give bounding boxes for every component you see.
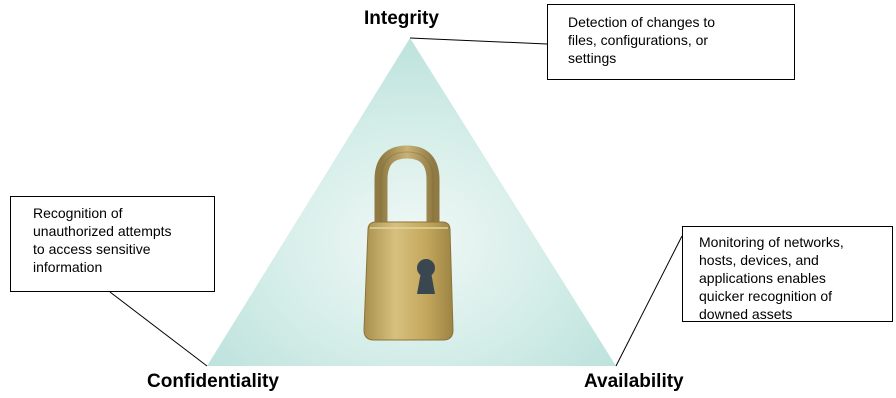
callout-box-integrity: Detection of changes to files, configura… xyxy=(547,4,795,80)
connector-line-confidentiality xyxy=(109,291,208,367)
vertex-label-availability: Availability xyxy=(584,371,684,392)
vertex-label-confidentiality: Confidentiality xyxy=(147,371,279,392)
callout-box-confidentiality: Recognition of unauthorized attempts to … xyxy=(10,196,215,292)
keyhole-icon xyxy=(417,259,435,294)
callout-box-availability: Monitoring of networks, hosts, devices, … xyxy=(682,226,893,322)
connector-line-integrity xyxy=(409,37,548,45)
triad-triangle xyxy=(207,38,616,366)
padlock-icon xyxy=(363,145,454,341)
connector-line-availability xyxy=(615,235,683,367)
vertex-label-integrity: Integrity xyxy=(364,8,439,29)
